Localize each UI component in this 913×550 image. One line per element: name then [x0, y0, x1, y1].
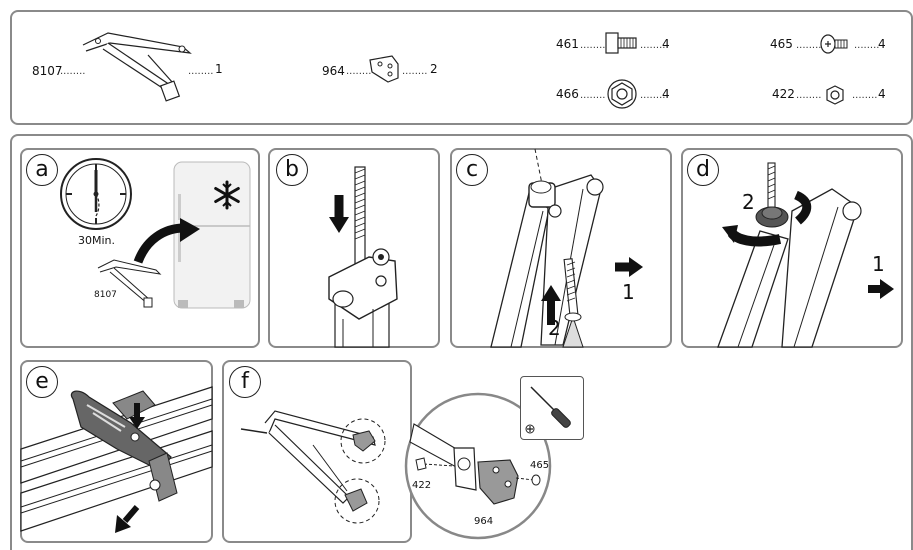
- part-dots: ........: [640, 40, 666, 51]
- part-dots: ........: [580, 40, 606, 51]
- step-f-illustration: [240, 410, 386, 524]
- part-dots: ........: [854, 40, 880, 51]
- zoom-label-465: 465: [530, 460, 550, 471]
- bracket-plate-icon: [369, 55, 399, 83]
- part-dots: ........: [402, 66, 428, 77]
- part-dots: ........: [188, 66, 214, 77]
- zoom-label-422: 422: [412, 480, 432, 491]
- step-c-illustration: [490, 148, 643, 348]
- part-qty-8107: 1: [215, 62, 223, 76]
- part-qty-466: 4: [662, 87, 670, 101]
- step-badge-c: c: [456, 154, 488, 186]
- step-number-1: 1: [872, 252, 885, 276]
- step-badge-e: e: [26, 366, 58, 398]
- part-dots: ........: [796, 40, 822, 51]
- step-number-1: 1: [622, 280, 635, 304]
- screwdriver-icon: [525, 386, 571, 434]
- step-number-2: 2: [742, 190, 755, 214]
- part-dots: ........: [852, 90, 878, 101]
- curved-arrow-icon: [133, 218, 200, 264]
- step-badge-d: d: [687, 154, 719, 186]
- part-code-461: 461: [556, 37, 579, 51]
- part-dots: ........: [796, 90, 822, 101]
- part-dots: ........: [580, 90, 606, 101]
- zoom-circle: [404, 392, 552, 540]
- hex-nut-icon: [826, 85, 844, 105]
- part-qty-461: 4: [662, 37, 670, 51]
- part-code-466: 466: [556, 87, 579, 101]
- step-badge-b: b: [276, 154, 308, 186]
- step-number-2: 2: [548, 316, 561, 340]
- step-e-illustration: [20, 386, 213, 533]
- part-dots: ........: [346, 66, 372, 77]
- parts-list-box: [10, 10, 913, 125]
- time-label: 30Min.: [78, 234, 116, 247]
- clock-icon: [60, 158, 132, 230]
- pan-head-screw-icon: [820, 34, 848, 54]
- step-d-illustration: [717, 162, 894, 348]
- part-code-422: 422: [772, 87, 795, 101]
- step-badge-f: f: [229, 366, 261, 398]
- part-code-964: 964: [322, 64, 345, 78]
- part-dots: ........: [640, 90, 666, 101]
- hinge-arm-icon: [97, 259, 162, 308]
- hinge-arm-icon: [82, 32, 192, 102]
- part-code-465: 465: [770, 37, 793, 51]
- zoom-label-964: 964: [474, 516, 494, 527]
- part-label: 8107: [94, 290, 117, 300]
- part-qty-964: 2: [430, 62, 438, 76]
- part-code-8107: 8107: [32, 64, 63, 78]
- part-qty-465: 4: [878, 37, 886, 51]
- step-b-illustration: [328, 166, 398, 348]
- step-badge-a: a: [26, 154, 58, 186]
- flange-nut-icon: [607, 79, 637, 109]
- part-dots: ........: [60, 66, 86, 77]
- snowflake-icon: [214, 180, 240, 210]
- part-qty-422: 4: [878, 87, 886, 101]
- square-bolt-icon: [605, 32, 637, 54]
